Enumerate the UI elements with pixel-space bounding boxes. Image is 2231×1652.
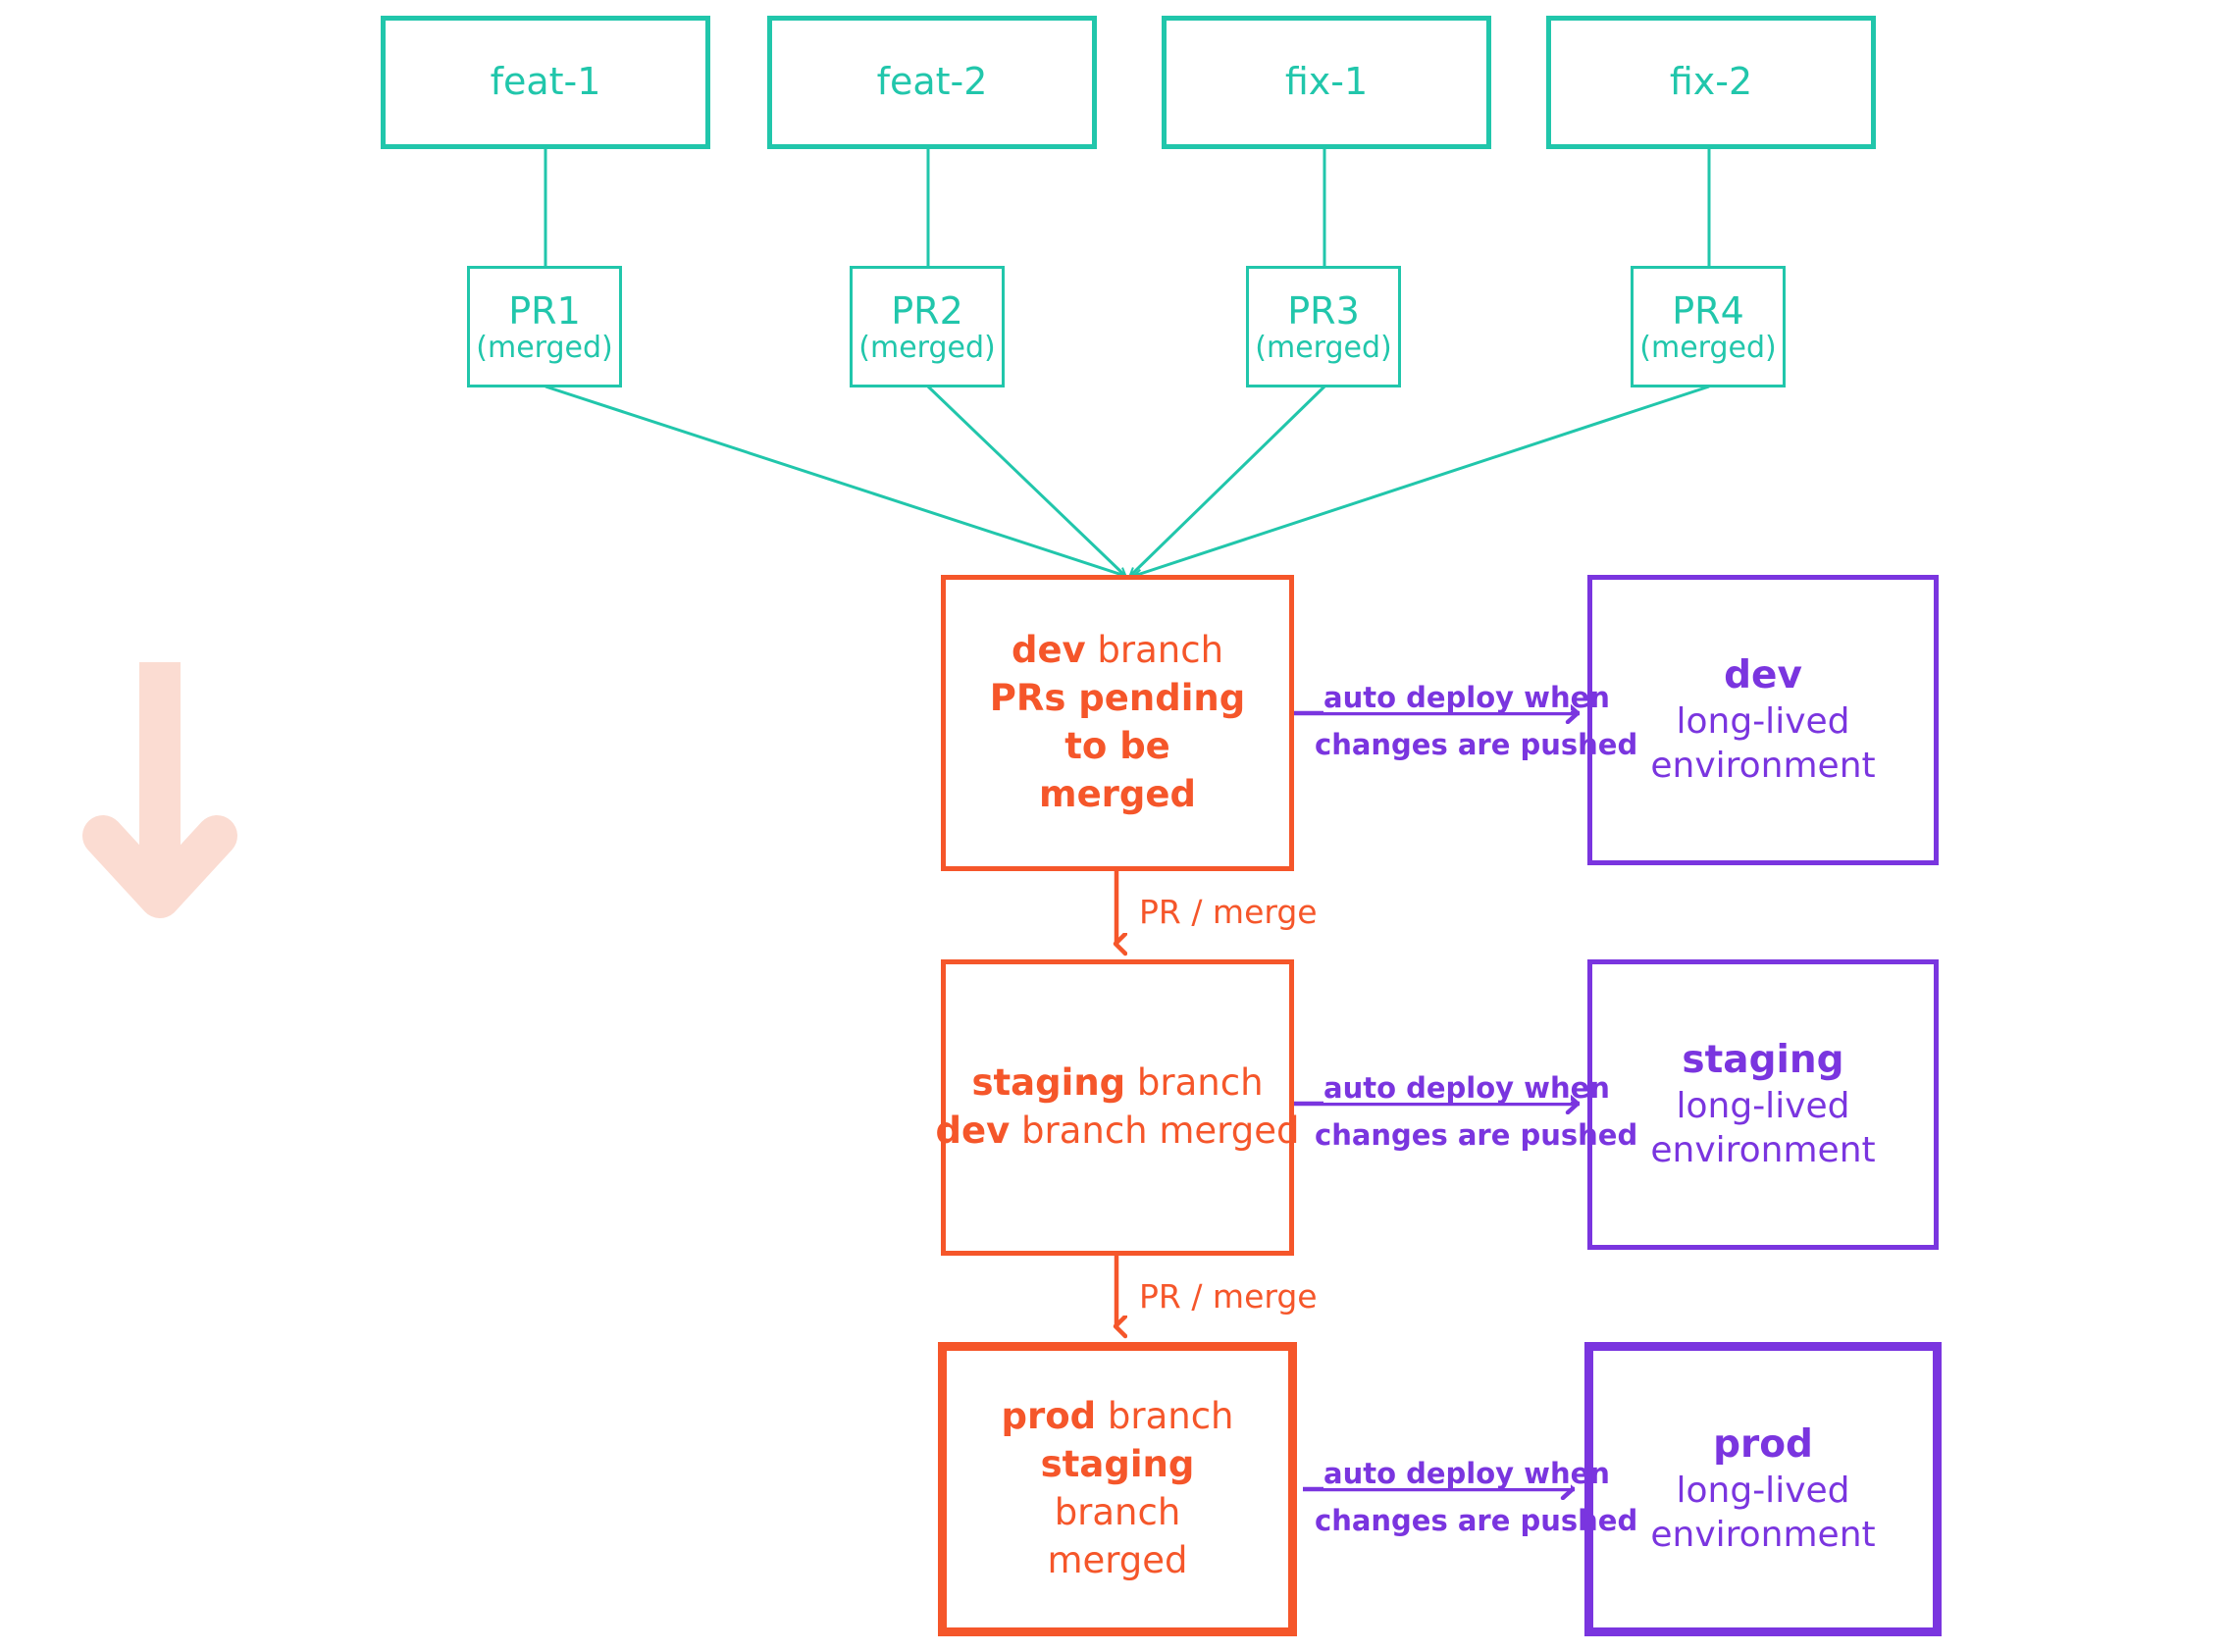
feature-branch-node-feat-2[interactable]: feat-2 xyxy=(767,16,1097,149)
git-branch-node-staging[interactable]: staging branch dev branch merged xyxy=(936,959,1299,1256)
git-branch-description-text: branch merged xyxy=(1047,1491,1188,1581)
git-branch-title: staging branch xyxy=(971,1059,1263,1108)
pr-title: PR3 xyxy=(1287,288,1360,333)
pr-title: PR2 xyxy=(891,288,963,333)
downward-flow-arrow xyxy=(82,662,237,918)
environment-subtitle-line1: long-lived xyxy=(1676,1086,1850,1127)
pull-request-node-pr2[interactable]: PR2 (merged) xyxy=(850,266,1005,387)
git-branch-description-prefix: staging xyxy=(1040,1443,1195,1486)
feature-branch-node-fix-2[interactable]: fix-2 xyxy=(1546,16,1876,149)
environment-subtitle-line1: long-lived xyxy=(1676,701,1850,743)
environment-name: dev xyxy=(1724,652,1802,697)
auto-deploy-label-above-prod: auto deploy when xyxy=(1323,1457,1610,1490)
pull-request-node-pr3[interactable]: PR3 (merged) xyxy=(1246,266,1401,387)
git-branch-suffix: branch xyxy=(1096,1395,1234,1438)
feature-branch-label: feat-2 xyxy=(876,60,988,104)
pull-request-node-pr1[interactable]: PR1 (merged) xyxy=(467,266,622,387)
git-branch-description: staging branch merged xyxy=(988,1441,1248,1584)
feature-branch-label: fix-2 xyxy=(1669,60,1753,104)
pr-title: PR4 xyxy=(1672,288,1744,333)
merge-label-dev-to-staging: PR / merge xyxy=(1133,896,1341,928)
git-branch-description: PRs pending to be merged xyxy=(980,675,1255,818)
environment-name: staging xyxy=(1682,1037,1844,1082)
environment-name: prod xyxy=(1713,1421,1813,1467)
merge-label-staging-to-prod: PR / merge xyxy=(1133,1280,1341,1313)
git-branch-suffix: branch xyxy=(1085,629,1224,672)
environment-subtitle-line2: environment xyxy=(1650,1515,1876,1556)
environment-subtitle-line2: environment xyxy=(1650,746,1876,787)
auto-deploy-label-below-staging: changes are pushed xyxy=(1315,1118,1638,1152)
pr-title: PR1 xyxy=(508,288,581,333)
feature-branch-label: fix-1 xyxy=(1284,60,1369,104)
environment-node-dev[interactable]: dev long-lived environment xyxy=(1587,575,1939,865)
environment-subtitle-line2: environment xyxy=(1650,1130,1876,1171)
git-branch-description: dev branch merged xyxy=(936,1108,1300,1156)
git-branch-title: dev branch xyxy=(1012,627,1223,675)
pull-request-node-pr4[interactable]: PR4 (merged) xyxy=(1631,266,1786,387)
git-branch-description-text: branch merged xyxy=(1010,1110,1300,1152)
git-branch-name: staging xyxy=(971,1061,1126,1105)
pr-status: (merged) xyxy=(1255,330,1392,365)
git-branch-description-text: PRs pending to be merged xyxy=(989,677,1246,815)
feature-branch-node-feat-1[interactable]: feat-1 xyxy=(381,16,710,149)
environment-node-prod[interactable]: prod long-lived environment xyxy=(1584,1342,1942,1636)
git-branch-name: dev xyxy=(1011,629,1086,672)
auto-deploy-label-below-prod: changes are pushed xyxy=(1315,1504,1638,1537)
feature-branch-node-fix-1[interactable]: fix-1 xyxy=(1162,16,1491,149)
git-branch-name: prod xyxy=(1001,1395,1097,1438)
pr-status: (merged) xyxy=(858,330,996,365)
git-branch-suffix: branch xyxy=(1125,1061,1264,1105)
feature-branch-label: feat-1 xyxy=(490,60,601,104)
auto-deploy-label-above-staging: auto deploy when xyxy=(1323,1071,1610,1105)
auto-deploy-label-above-dev: auto deploy when xyxy=(1323,681,1610,714)
git-branch-node-prod[interactable]: prod branch staging branch merged xyxy=(938,1342,1297,1636)
pr-status: (merged) xyxy=(1639,330,1777,365)
branch-to-pr-connectors xyxy=(544,149,1711,266)
pr-status: (merged) xyxy=(476,330,613,365)
auto-deploy-label-below-dev: changes are pushed xyxy=(1315,728,1638,761)
git-branch-node-dev[interactable]: dev branch PRs pending to be merged xyxy=(941,575,1294,871)
environment-node-staging[interactable]: staging long-lived environment xyxy=(1587,959,1939,1250)
git-branch-title: prod branch xyxy=(1001,1393,1233,1441)
pr-to-dev-connectors xyxy=(545,385,1710,576)
git-branch-description-prefix: dev xyxy=(935,1110,1011,1152)
environment-subtitle-line1: long-lived xyxy=(1676,1471,1850,1512)
